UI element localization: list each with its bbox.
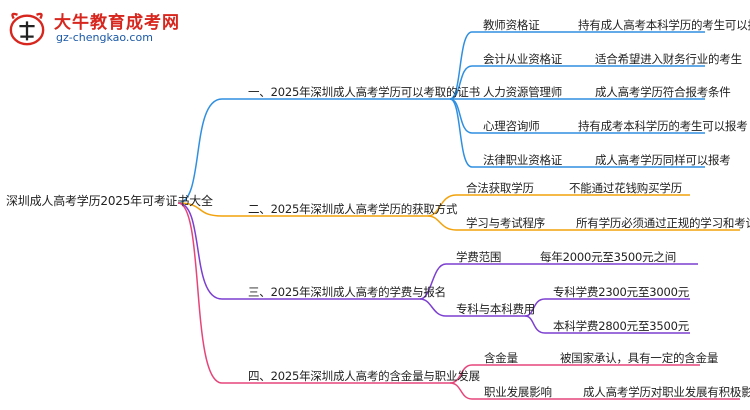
branch-4-item-2: 职业发展影响 — [484, 385, 552, 399]
branch-4-item-1-detail: 被国家承认，具有一定的含金量 — [560, 351, 719, 365]
branch-2-item-1: 合法获取学历 — [466, 181, 534, 195]
branch-2-item-2: 学习与考试程序 — [466, 216, 546, 230]
branch-4-connectors — [177, 202, 740, 400]
branch-4-item-1: 含金量 — [484, 351, 518, 365]
branch-3-item-2-detail-1: 专科学费2300元至3000元 — [553, 285, 690, 299]
branch-3-label: 三、2025年深圳成人高考的学费与报名 — [248, 285, 446, 299]
branch-1-item-4-detail: 持有成考本科学历的考生可以报考 — [578, 119, 748, 133]
branch-1-item-4: 心理咨询师 — [483, 119, 540, 133]
branch-1-item-3: 人力资源管理师 — [483, 85, 563, 99]
branch-1-item-1-detail: 持有成人高考本科学历的考生可以报考 — [578, 18, 750, 32]
branch-1-item-3-detail: 成人高考学历符合报考条件 — [595, 85, 731, 99]
branch-2-label: 二、2025年深圳成人高考学历的获取方式 — [248, 202, 458, 216]
branch-2-connectors — [177, 194, 740, 231]
branch-3-connectors — [177, 202, 698, 334]
branch-1-item-5-detail: 成人高考学历同样可以报考 — [595, 153, 731, 167]
branch-1-item-5: 法律职业资格证 — [483, 153, 563, 167]
branch-2-item-2-detail: 所有学历必须通过正规的学习和考试获取 — [576, 216, 750, 230]
branch-4-item-2-detail: 成人高考学历对职业发展有积极影响 — [583, 385, 750, 399]
branch-2-item-1-detail: 不能通过花钱购买学历 — [569, 181, 682, 195]
branch-1-connectors — [177, 31, 705, 204]
branch-1-item-2-detail: 适合希望进入财务行业的考生 — [595, 52, 742, 66]
branch-1-item-1: 教师资格证 — [483, 18, 540, 32]
branch-1-item-2: 会计从业资格证 — [483, 52, 563, 66]
branch-3-item-2: 专科与本科费用 — [456, 302, 536, 316]
branch-1-label: 一、2025年深圳成人高考学历可以考取的证书 — [248, 85, 480, 99]
bull-logo-icon — [9, 12, 45, 46]
branch-3-item-1-detail: 每年2000元至3500元之间 — [540, 250, 677, 264]
site-logo[interactable]: 大牛教育成考网 gz-chengkao.com — [2, 2, 212, 54]
branch-3-item-2-detail-2: 本科学费2800元至3500元 — [553, 319, 690, 333]
logo-title: 大牛教育成考网 — [54, 13, 180, 33]
logo-url: gz-chengkao.com — [56, 31, 153, 44]
root-topic: 深圳成人高考学历2025年可考证书大全 — [6, 194, 213, 208]
branch-3-item-1: 学费范围 — [456, 250, 502, 264]
branch-4-label: 四、2025年深圳成人高考的含金量与职业发展 — [248, 369, 480, 383]
